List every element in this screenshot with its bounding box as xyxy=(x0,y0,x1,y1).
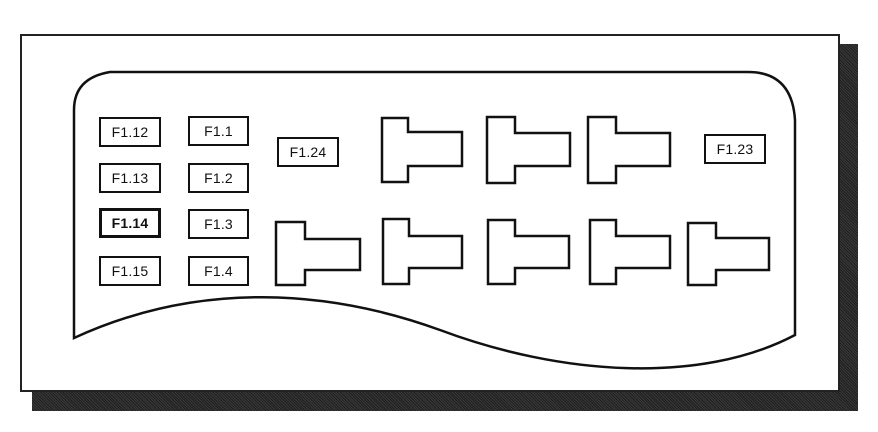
fuse-f1-13: F1.13 xyxy=(99,163,161,193)
relay-bottom-5 xyxy=(686,221,771,287)
fuse-f1-14-label: F1.14 xyxy=(111,215,149,231)
relay-top-3 xyxy=(586,115,672,185)
relay-bottom-4 xyxy=(588,218,672,286)
fuse-f1-12: F1.12 xyxy=(99,117,161,147)
fuse-box-outline xyxy=(72,70,797,370)
fuse-f1-2: F1.2 xyxy=(188,163,249,193)
fuse-f1-3: F1.3 xyxy=(188,209,249,239)
fuse-f1-4: F1.4 xyxy=(188,256,249,286)
fuse-f1-14: F1.14 xyxy=(99,208,161,238)
fuse-f1-24: F1.24 xyxy=(277,137,339,167)
relay-top-1 xyxy=(380,116,464,184)
fuse-f1-3-label: F1.3 xyxy=(204,216,233,232)
fuse-f1-2-label: F1.2 xyxy=(204,170,233,186)
relay-bottom-3 xyxy=(486,218,571,286)
fuse-f1-23-label: F1.23 xyxy=(716,141,754,157)
fuse-f1-24-label: F1.24 xyxy=(289,144,327,160)
fuse-f1-23: F1.23 xyxy=(704,134,766,164)
fuse-f1-12-label: F1.12 xyxy=(111,124,149,140)
relay-top-2 xyxy=(485,115,572,185)
fuse-f1-4-label: F1.4 xyxy=(204,263,233,279)
fuse-f1-1: F1.1 xyxy=(188,116,249,146)
fuse-f1-15-label: F1.15 xyxy=(111,263,149,279)
fuse-f1-13-label: F1.13 xyxy=(111,170,149,186)
fuse-f1-1-label: F1.1 xyxy=(204,123,233,139)
fuse-f1-15: F1.15 xyxy=(99,256,161,286)
relay-bottom-1 xyxy=(274,220,362,287)
relay-bottom-2 xyxy=(381,217,464,286)
